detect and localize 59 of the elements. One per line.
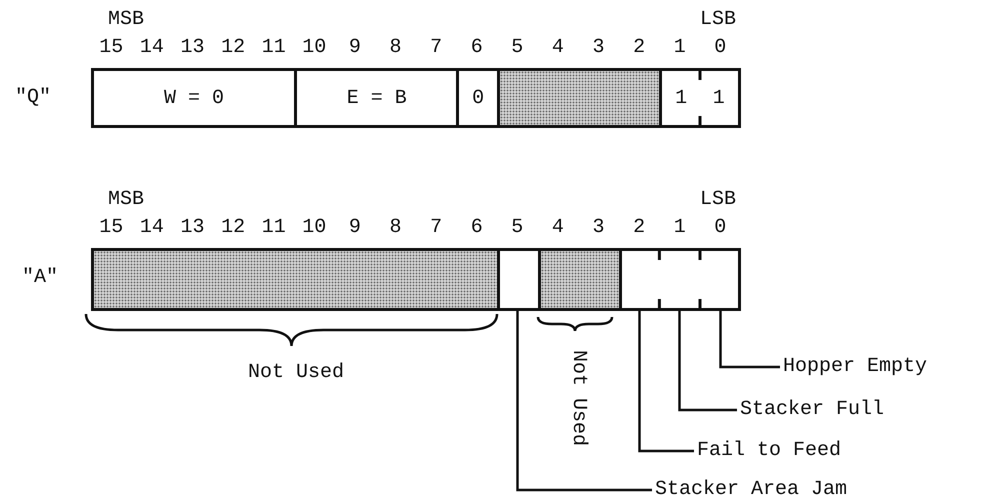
field-value: W = 0 <box>164 86 224 110</box>
bit-field <box>659 248 700 311</box>
bit-number: 4 <box>552 38 564 58</box>
register-name: "A" <box>22 268 58 288</box>
msb-label: MSB <box>108 190 144 210</box>
register-name: "Q" <box>15 88 52 108</box>
leader-line <box>678 311 737 412</box>
field-value: E = B <box>346 86 407 110</box>
field-description: Stacker Full <box>740 400 884 420</box>
bit-number: 9 <box>348 218 361 238</box>
bit-number: 3 <box>592 218 605 238</box>
lsb-label: LSB <box>700 10 736 30</box>
unused-bit-field <box>538 248 619 311</box>
unused-bit-field <box>91 248 497 311</box>
bit-number: 0 <box>714 38 726 58</box>
bit-number: 5 <box>511 218 524 238</box>
leader-line <box>516 311 652 492</box>
bit-number: 14 <box>140 38 164 58</box>
bit-number: 2 <box>633 38 646 58</box>
bit-field <box>618 248 660 311</box>
bit-number: 10 <box>302 218 326 238</box>
bit-field <box>294 68 456 128</box>
note-text: Not Used <box>248 363 344 383</box>
bit-number: 2 <box>633 218 646 238</box>
bit-field <box>91 68 294 128</box>
field-description: Fail to Feed <box>697 441 842 461</box>
bit-number: 7 <box>430 38 442 58</box>
field-value: 0 <box>472 86 484 110</box>
bit-number: 12 <box>221 218 246 238</box>
bit-number: 7 <box>430 218 442 238</box>
bit-number: 10 <box>302 38 326 58</box>
bit-number: 11 <box>262 218 286 238</box>
bit-number: 4 <box>552 218 564 238</box>
lsb-label: LSB <box>700 190 736 210</box>
bit-field <box>700 248 741 311</box>
bit-number: 0 <box>714 218 726 238</box>
bit-number: 13 <box>180 38 205 58</box>
msb-label: MSB <box>108 10 144 30</box>
leader-line <box>719 311 780 368</box>
bit-number: 1 <box>674 218 686 238</box>
bit-number: 9 <box>348 38 361 58</box>
bit-number: 15 <box>99 38 124 58</box>
bit-number: 12 <box>221 38 246 58</box>
field-description: Stacker Area Jam <box>655 480 848 500</box>
leader-line <box>638 311 694 452</box>
unused-bit-field <box>497 68 660 128</box>
note-text: Not Used <box>568 350 588 446</box>
bit-number: 13 <box>180 218 205 238</box>
bit-number: 11 <box>262 38 286 58</box>
bit-number: 6 <box>470 218 483 238</box>
bit-number: 15 <box>99 218 124 238</box>
bit-number: 14 <box>140 218 164 238</box>
bit-number: 6 <box>470 38 483 58</box>
bit-number: 1 <box>674 38 686 58</box>
bit-number: 5 <box>511 38 524 58</box>
bit-number: 8 <box>390 218 402 238</box>
field-description: Hopper Empty <box>783 357 928 377</box>
bit-number: 8 <box>390 38 402 58</box>
bit-number: 3 <box>592 38 605 58</box>
